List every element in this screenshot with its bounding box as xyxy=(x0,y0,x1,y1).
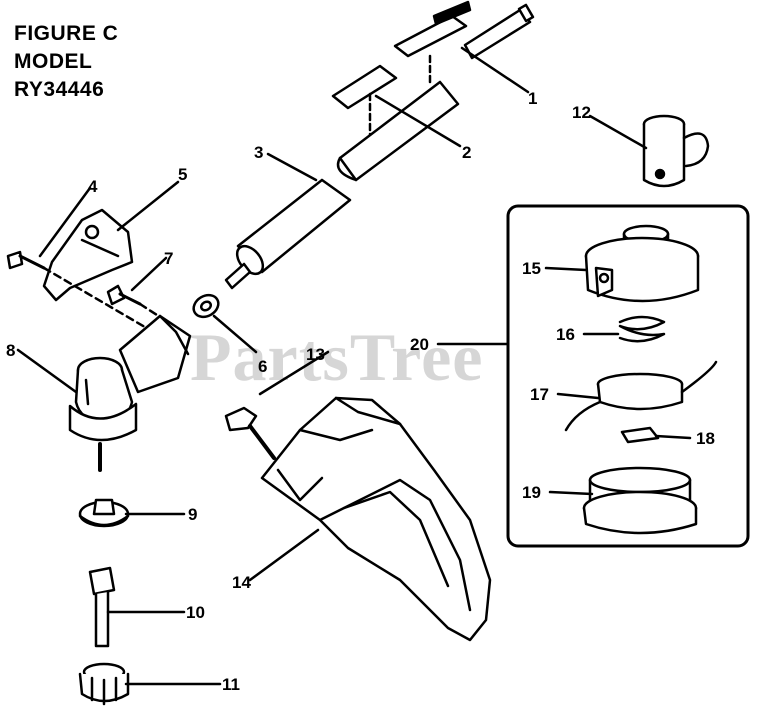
lower-shaft-part-3 xyxy=(224,80,460,290)
callout-3: 3 xyxy=(254,143,263,162)
callout-13: 13 xyxy=(306,345,325,364)
callout-10: 10 xyxy=(186,603,205,622)
model-label: MODEL xyxy=(14,50,93,73)
callout-14: 14 xyxy=(232,573,251,592)
callout-8: 8 xyxy=(6,341,15,360)
tool-part-12 xyxy=(642,114,710,188)
callout-5: 5 xyxy=(178,165,187,184)
figure-label: FIGURE C xyxy=(14,22,119,45)
watermark: PartsTree xyxy=(190,319,484,395)
upper-shaft-part-1 xyxy=(393,0,535,88)
callout-9: 9 xyxy=(188,505,197,524)
callout-2: 2 xyxy=(462,143,471,162)
model-number: RY34446 xyxy=(14,78,105,101)
screw-part-4 xyxy=(6,250,152,332)
callout-6: 6 xyxy=(258,357,267,376)
callout-19: 19 xyxy=(522,483,541,502)
leader-lines xyxy=(16,46,692,686)
guard-part-14 xyxy=(260,396,492,642)
spacer-part-6 xyxy=(192,293,220,319)
callout-numbers: 1 2 3 4 5 6 7 8 9 10 11 12 13 14 15 16 1… xyxy=(6,89,715,694)
spool-housing-part-15 xyxy=(584,224,700,303)
callout-12: 12 xyxy=(572,103,591,122)
callout-1: 1 xyxy=(528,89,537,108)
callout-17: 17 xyxy=(530,385,549,404)
washer-part-9 xyxy=(78,498,130,528)
callout-20: 20 xyxy=(410,335,429,354)
clip-part-18 xyxy=(620,426,660,444)
gear-head-part-8 xyxy=(68,314,192,472)
spool-base-part-19 xyxy=(582,466,698,535)
callout-11: 11 xyxy=(222,675,240,694)
bracket-part-5 xyxy=(42,208,134,302)
callout-7: 7 xyxy=(164,249,173,268)
bolt-part-10 xyxy=(88,566,116,648)
line-spool-part-17 xyxy=(564,360,718,432)
knob-part-11 xyxy=(78,662,130,706)
label-part-2 xyxy=(331,64,398,138)
spring-part-16 xyxy=(618,315,666,343)
callout-4: 4 xyxy=(88,177,98,196)
callout-15: 15 xyxy=(522,259,541,278)
wing-nut-part-13 xyxy=(224,406,276,460)
callout-16: 16 xyxy=(556,325,575,344)
callout-18: 18 xyxy=(696,429,715,448)
